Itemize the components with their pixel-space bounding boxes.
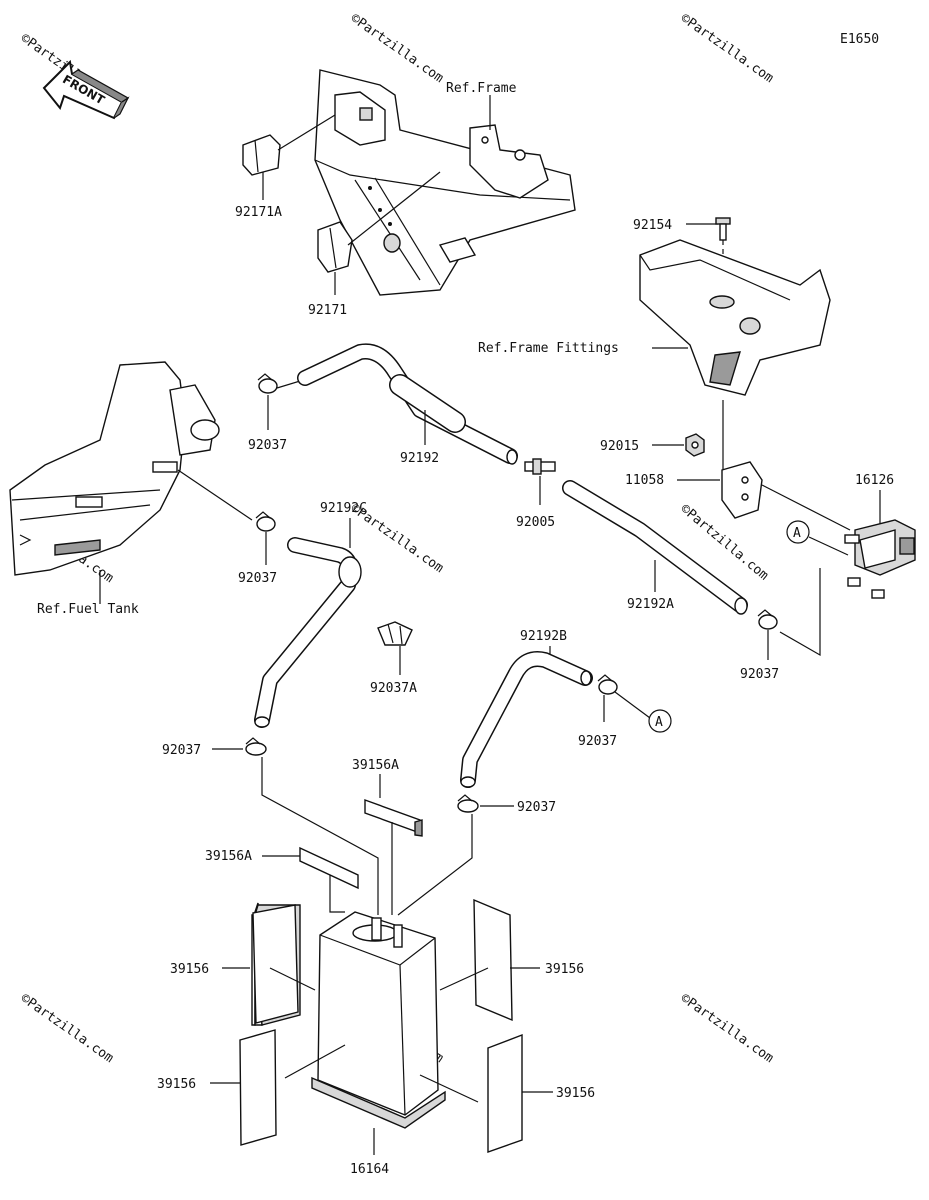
ref-frame-fittings-label: Ref.Frame Fittings <box>478 341 619 356</box>
callout-a-text: A <box>655 715 663 730</box>
hose-92192b <box>460 651 593 788</box>
part-label-92154: 92154 <box>633 218 672 233</box>
part-label-16126: 16126 <box>855 473 894 488</box>
part-label-92192: 92192 <box>400 451 439 466</box>
clamp-92171 <box>317 221 353 273</box>
part-label-92192c: 92192C <box>320 501 367 516</box>
hose-clip-92037-d <box>597 674 618 695</box>
watermark-text: ©Partzilla.com <box>18 991 117 1066</box>
part-label-92037-f: 92037 <box>517 800 556 815</box>
part-label-39156a-top: 39156A <box>352 758 399 773</box>
part-label-16164: 16164 <box>350 1162 389 1177</box>
fuel-tank-illustration <box>9 361 220 576</box>
callout-a-top <box>786 520 810 544</box>
part-label-92171: 92171 <box>308 303 347 318</box>
bolt-92154 <box>715 217 731 241</box>
hose-clip-92037-a <box>257 373 278 394</box>
part-label-92015: 92015 <box>600 439 639 454</box>
watermark-text: ©Partzilla.com <box>678 11 777 86</box>
hose-92192c <box>254 537 362 728</box>
watermark-text: ©Partzilla.com <box>678 991 777 1066</box>
callout-a-text: A <box>793 526 801 541</box>
pad-39156-right-upper <box>473 898 513 1022</box>
part-label-92037-c: 92037 <box>740 667 779 682</box>
part-label-39156-d: 39156 <box>556 1086 595 1101</box>
callout-a-bottom <box>648 709 672 733</box>
pad-39156a-left <box>299 846 359 890</box>
nut-92015 <box>685 433 705 457</box>
part-label-92005: 92005 <box>516 515 555 530</box>
part-label-92037-d: 92037 <box>578 734 617 749</box>
ref-fuel-tank-label: Ref.Fuel Tank <box>37 602 139 617</box>
clamp-92037a <box>377 621 413 646</box>
valve-16126 <box>844 519 916 599</box>
diagram-code: E1650 <box>840 32 879 47</box>
canister-16164 <box>311 911 446 1129</box>
connector-92005 <box>524 458 556 475</box>
part-label-92037a: 92037A <box>370 681 417 696</box>
hose-clip-92037-c <box>757 609 778 630</box>
part-label-92171a: 92171A <box>235 205 282 220</box>
part-label-39156-a: 39156 <box>170 962 209 977</box>
part-label-39156a-left: 39156A <box>205 849 252 864</box>
ref-frame-label: Ref.Frame <box>446 81 517 96</box>
part-label-11058: 11058 <box>625 473 664 488</box>
pad-39156-right-lower <box>487 1033 523 1153</box>
pad-39156-left-upper <box>251 902 301 1026</box>
pad-39156-left-lower <box>239 1029 277 1146</box>
frame-fittings-illustration <box>639 239 831 396</box>
hose-92192 <box>297 343 518 465</box>
hose-92192a <box>562 480 748 615</box>
part-label-92037-e: 92037 <box>162 743 201 758</box>
hose-clip-92037-b <box>255 511 276 532</box>
part-label-92037-a: 92037 <box>248 438 287 453</box>
part-label-92192b: 92192B <box>520 629 567 644</box>
part-label-92037-b: 92037 <box>238 571 277 586</box>
part-label-39156-b: 39156 <box>545 962 584 977</box>
front-arrow-icon: FRONT <box>42 59 130 120</box>
frame-illustration <box>314 69 576 296</box>
hose-clip-92037-f <box>457 794 479 813</box>
pad-39156a-top <box>364 799 423 837</box>
watermark-text: ©Partzilla.com <box>348 11 447 86</box>
part-label-39156-c: 39156 <box>157 1077 196 1092</box>
hose-clip-92037-e <box>245 737 267 756</box>
clamp-92171a <box>242 134 281 176</box>
part-label-92192a: 92192A <box>627 597 674 612</box>
bracket-11058 <box>721 461 763 519</box>
